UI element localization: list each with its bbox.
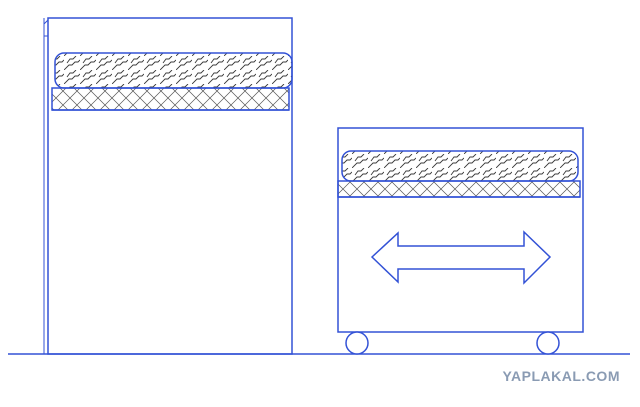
rolling-bed [337,127,584,355]
tall-bed-mattress [54,52,293,89]
tall-bed-frame [47,17,293,355]
tall-bed-base-layer [51,87,290,111]
tall-bed [43,17,293,355]
double-arrow [370,230,552,285]
rolling-bed-mattress [341,150,579,182]
watermark-text: YAPLAKAL.COM [502,368,620,384]
tall-bed-left-rail [43,18,49,354]
right-wheel [536,331,560,355]
left-wheel [345,331,369,355]
rolling-bed-base-layer [337,180,581,198]
rolling-bed-frame [337,127,584,333]
